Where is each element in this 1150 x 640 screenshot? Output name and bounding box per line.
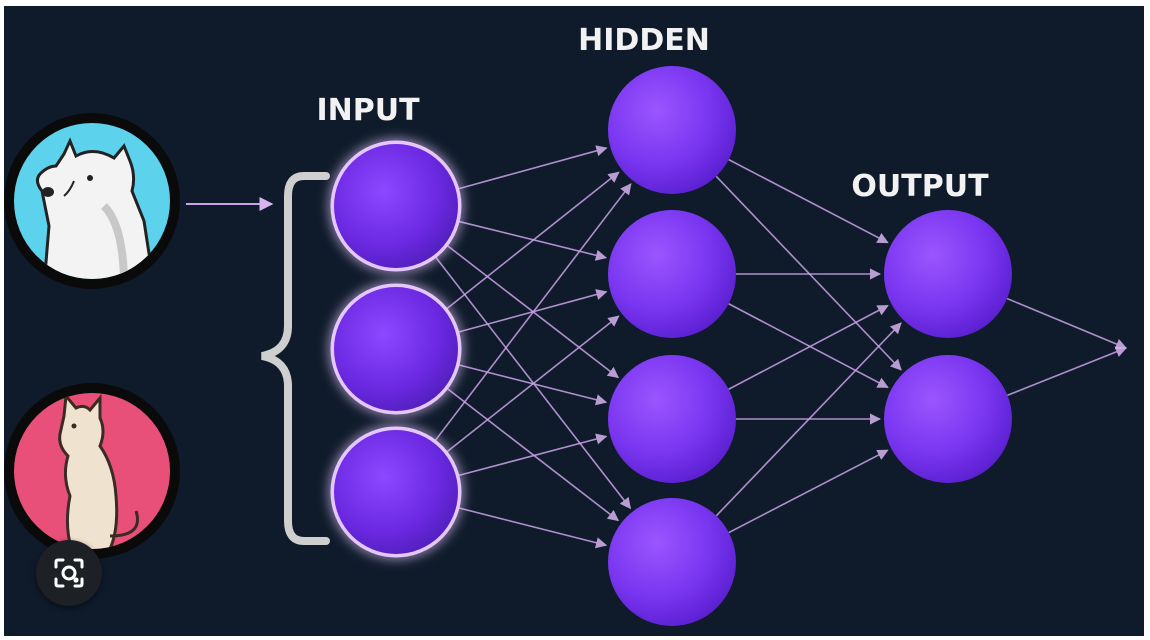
input-node: [334, 287, 458, 411]
neural-network-diagram: INPUT HIDDEN OUTPUT: [4, 6, 1144, 636]
input-layer-label: INPUT: [316, 93, 420, 128]
cat-image: [4, 383, 180, 559]
visual-search-button[interactable]: [36, 540, 102, 606]
output-node: [884, 210, 1012, 338]
hidden-node: [608, 355, 736, 483]
hidden-node: [608, 210, 736, 338]
input-node: [334, 144, 458, 268]
visual-search-icon: [51, 555, 87, 591]
hidden-node: [608, 66, 736, 194]
dog-image: [4, 113, 180, 289]
hidden-layer-label: HIDDEN: [578, 23, 710, 58]
hidden-node: [608, 498, 736, 626]
output-layer-label: OUTPUT: [851, 169, 989, 204]
output-node: [884, 355, 1012, 483]
input-node: [334, 430, 458, 554]
